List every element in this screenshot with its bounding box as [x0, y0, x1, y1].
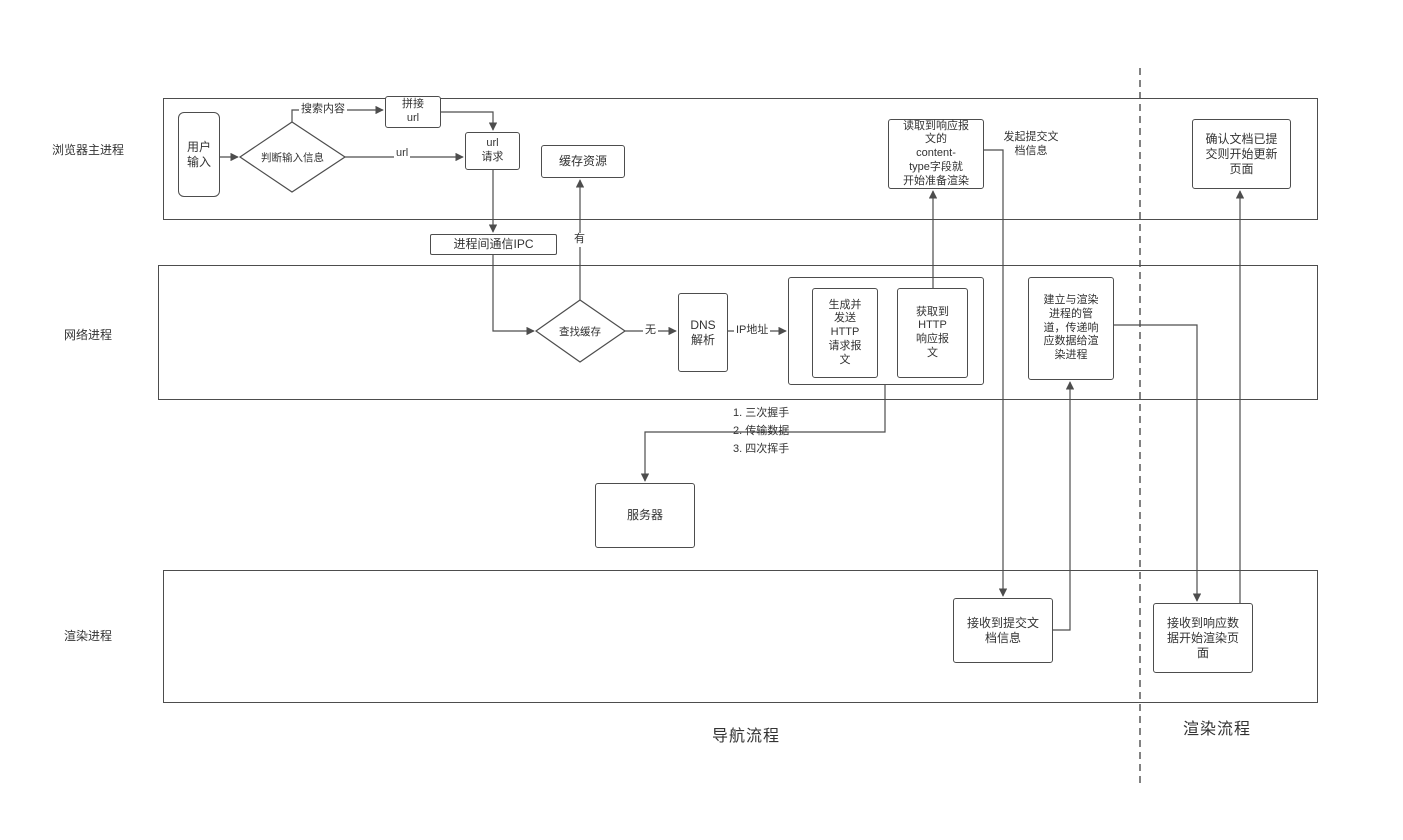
edge-setup-pipe-to-receive-response — [1113, 324, 1202, 602]
node-user-input: 用户 输入 — [178, 112, 220, 197]
node-build-send-http-request: 生成并 发送 HTTP 请求报 文 — [812, 288, 878, 378]
lane-label-browser-main: 浏览器主进程 — [51, 143, 124, 157]
edge-label-search-content: 搜索内容 — [299, 103, 347, 117]
edge-read-content-type-to-receive-commit — [984, 149, 1008, 597]
node-judge-input-label: 判断输入信息 — [261, 152, 324, 164]
node-dns-resolve: DNS 解析 — [678, 293, 728, 372]
node-url-request: url 请求 — [465, 132, 520, 170]
tcp-step-1: 1. 三次握手 — [733, 407, 790, 419]
lane-renderer — [163, 570, 1318, 703]
footer-navigation-flow: 导航流程 — [712, 728, 781, 745]
edge-judge-to-concat-url — [291, 105, 384, 122]
node-confirm-commit-update: 确认文档已提 交则开始更新 页面 — [1192, 119, 1291, 189]
node-setup-render-pipe: 建立与渲染 进程的管 道，传递响 应数据给渲 染进程 — [1028, 277, 1114, 380]
edge-http-group-to-server — [640, 385, 886, 482]
node-cached-resource: 缓存资源 — [541, 145, 625, 178]
node-receive-commit-doc: 接收到提交文 档信息 — [953, 598, 1053, 663]
edge-label-cache-hit: 有 — [572, 233, 587, 247]
tcp-step-3: 3. 四次挥手 — [733, 443, 790, 455]
footer-render-flow: 渲染流程 — [1183, 721, 1252, 738]
node-receive-response-render: 接收到响应数 据开始渲染页 面 — [1153, 603, 1253, 673]
node-lookup-cache-label: 查找缓存 — [559, 325, 601, 338]
edge-label-ip-address: IP地址 — [734, 324, 771, 338]
lane-label-network: 网络进程 — [63, 328, 112, 342]
node-concat-url: 拼接 url — [385, 96, 441, 128]
lane-label-renderer: 渲染进程 — [63, 629, 112, 643]
tcp-step-2: 2. 传输数据 — [733, 425, 790, 437]
lane-browser-main — [163, 98, 1318, 220]
http-message-group — [788, 277, 984, 385]
node-server: 服务器 — [595, 483, 695, 548]
node-get-http-response: 获取到 HTTP 响应报 文 — [897, 288, 968, 378]
edge-label-commit-doc-info: 发起提交文 档信息 — [1003, 131, 1059, 157]
edge-label-url: url — [394, 147, 411, 161]
edge-label-tcp-steps: 1. 三次握手 2. 传输数据 3. 四次挥手 — [733, 404, 789, 458]
edge-concat-url-to-url-request — [441, 111, 498, 131]
edge-label-cache-miss: 无 — [643, 324, 658, 338]
edge-receive-commit-to-setup-pipe — [1053, 381, 1075, 631]
node-ipc: 进程间通信IPC — [430, 234, 557, 255]
edge-ipc-to-lookup-cache — [492, 255, 535, 336]
node-read-content-type: 读取到响应报 文的 content- type字段就 开始准备渲染 — [888, 119, 984, 189]
lane-network — [158, 265, 1318, 400]
